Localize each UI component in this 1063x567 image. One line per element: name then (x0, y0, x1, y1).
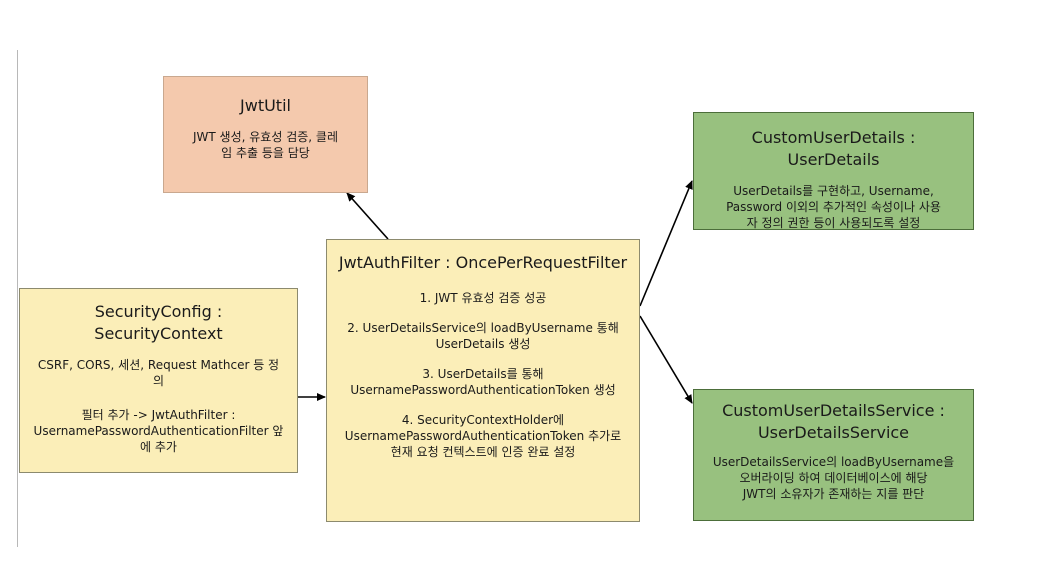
jwtauthfilter-step-4: 4. SecurityContextHolder에 UsernamePasswo… (344, 413, 622, 459)
customuserdetails-box: CustomUserDetails : UserDetails UserDeta… (693, 112, 974, 230)
customuserdetailsservice-title: CustomUserDetailsService : UserDetailsSe… (722, 401, 945, 442)
customuserdetails-description: UserDetails를 구현하고, Username, Password 이외… (726, 184, 941, 230)
arrow-filter-to-customuserdetailsservice (639, 315, 693, 404)
jwtutil-title: JwtUtil (240, 96, 291, 115)
jwtutil-description: JWT 생성, 유효성 검증, 클레 임 추출 등을 담당 (193, 130, 338, 160)
arrow-filter-to-customuserdetails (639, 180, 693, 307)
securityconfig-box: SecurityConfig : SecurityContext CSRF, C… (19, 288, 298, 473)
securityconfig-description-2: 필터 추가 -> JwtAuthFilter : UsernamePasswor… (33, 408, 284, 454)
customuserdetailsservice-box: CustomUserDetailsService : UserDetailsSe… (693, 389, 974, 521)
jwtauthfilter-step-1: 1. JWT 유효성 검증 성공 (419, 291, 547, 305)
jwtauthfilter-step-2: 2. UserDetailsService의 loadByUsername 통해… (347, 321, 619, 351)
securityconfig-title: SecurityConfig : SecurityContext (94, 302, 223, 343)
customuserdetails-title: CustomUserDetails : UserDetails (751, 128, 916, 169)
customuserdetailsservice-description: UserDetailsService의 loadByUsername을 오버라이… (712, 455, 955, 501)
left-margin-line (17, 50, 18, 547)
jwtauthfilter-title: JwtAuthFilter : OncePerRequestFilter (338, 253, 628, 272)
jwtauthfilter-box: JwtAuthFilter : OncePerRequestFilter 1. … (326, 239, 640, 522)
jwtutil-box: JwtUtil JWT 생성, 유효성 검증, 클레 임 추출 등을 담당 (163, 76, 368, 193)
arrow-filter-to-jwtutil (346, 192, 389, 240)
jwtauthfilter-step-3: 3. UserDetails를 통해 UsernamePasswordAuthe… (350, 367, 616, 397)
securityconfig-description-1: CSRF, CORS, 세션, Request Mathcer 등 정 의 (37, 358, 280, 388)
